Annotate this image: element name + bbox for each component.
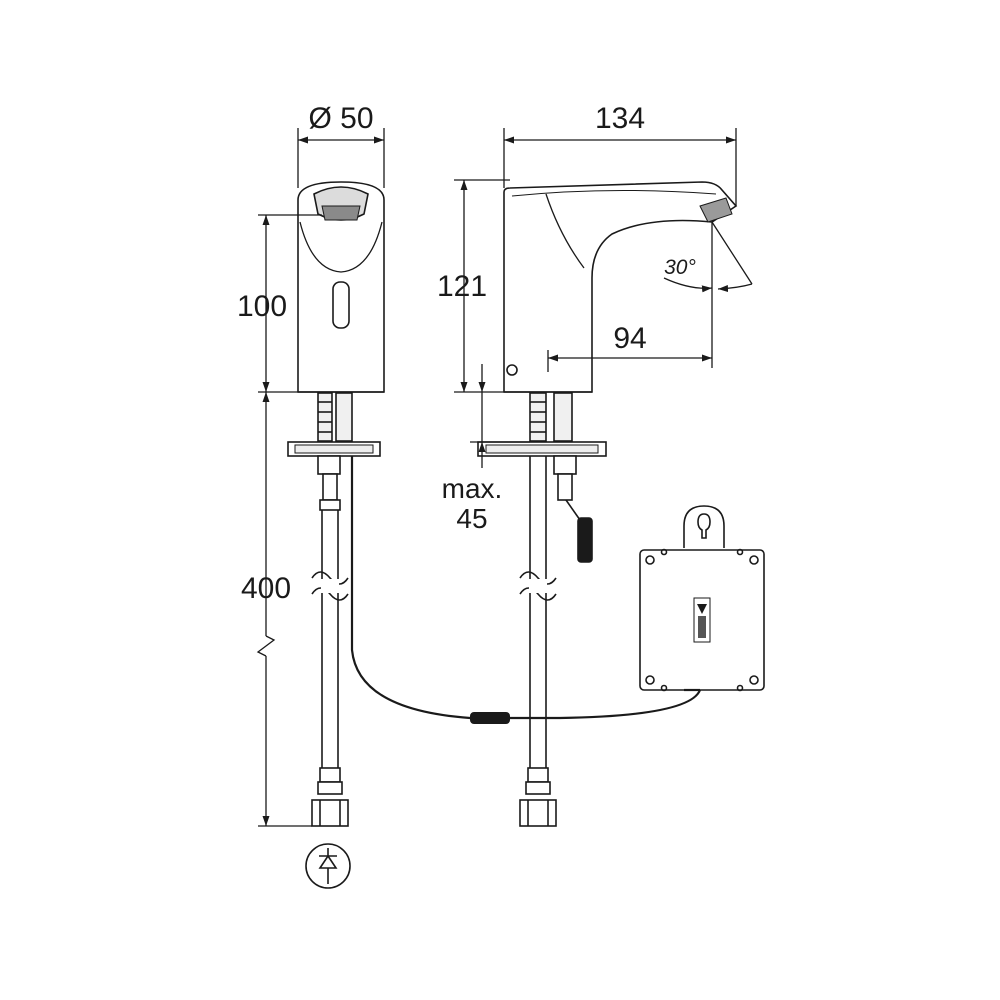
front-aerator	[321, 205, 361, 221]
side-cable-plug	[577, 517, 593, 563]
dim-reach-label: 94	[613, 322, 646, 355]
front-view	[287, 181, 385, 827]
front-threaded-stud	[317, 392, 333, 442]
side-aerator	[699, 197, 733, 223]
side-view	[477, 181, 738, 827]
front-connector	[319, 767, 341, 783]
side-connector	[527, 767, 549, 783]
dim-angle-arc	[663, 277, 713, 293]
front-hex-nut	[311, 799, 349, 827]
front-shank	[335, 392, 353, 442]
side-spout-curve	[545, 193, 585, 269]
side-shank	[553, 392, 573, 442]
side-faucet-body	[503, 181, 738, 393]
check-valve-symbol	[305, 843, 351, 889]
side-hex-nut	[519, 799, 557, 827]
side-threaded-stud	[529, 392, 547, 442]
dim-max-label: max.	[442, 473, 503, 504]
dim-depth-label: 134	[595, 102, 645, 135]
front-nut	[317, 455, 341, 475]
front-spout-curve	[299, 221, 383, 273]
cable-connector	[470, 712, 510, 724]
front-break-symbol	[311, 571, 349, 585]
dim-height-side-label: 121	[437, 270, 487, 303]
dim-max-value: 45	[456, 503, 487, 534]
keyhole	[697, 513, 711, 539]
dim-angle-label: 30°	[664, 256, 696, 279]
front-sensor-window	[332, 281, 350, 329]
control-box	[639, 505, 765, 692]
dimension-lines	[256, 128, 753, 827]
dim-diameter-label: Ø 50	[308, 102, 373, 135]
dim-height-front-label: 100	[237, 290, 287, 323]
side-break-symbol	[519, 571, 557, 585]
dim-pipe-length-label: 400	[241, 572, 291, 605]
side-sensor-dot	[506, 364, 518, 376]
dim-pipe-break	[256, 635, 276, 657]
